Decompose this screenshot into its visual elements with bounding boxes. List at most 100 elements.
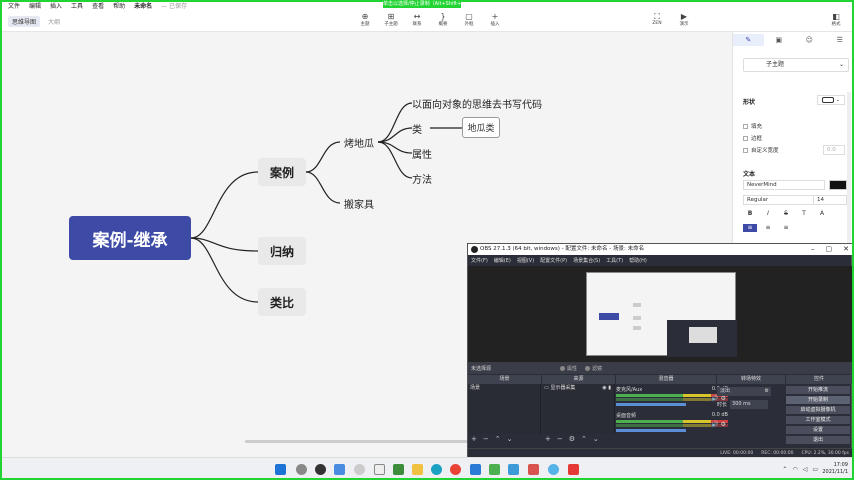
up-icon[interactable]: ⌃	[581, 435, 587, 443]
up-icon[interactable]: ⌃	[494, 435, 501, 443]
chat-icon[interactable]	[334, 464, 345, 475]
settings-button[interactable]: 设置	[786, 426, 850, 434]
style-select[interactable]: 子主题⌄	[743, 58, 849, 72]
recording-banner[interactable]: 单击以选择/停止录制（Alt+Shift+C）	[383, 0, 461, 8]
menu-tools[interactable]: 工具	[71, 2, 84, 10]
obs-menu-profile[interactable]: 配置文件(P)	[540, 258, 568, 264]
align-center-button[interactable]: ≡	[765, 224, 771, 231]
topic-oop[interactable]: 以面向对象的思维去书写代码	[412, 99, 542, 111]
branch-case[interactable]: 案例	[258, 158, 306, 186]
boundary-button[interactable]: ▢外框	[459, 12, 479, 27]
transition-select[interactable]: 淡出 ⚙	[717, 387, 771, 396]
subtopic-button[interactable]: ⊞子主题	[381, 12, 401, 27]
start-recording-button[interactable]: 开始录制	[786, 396, 850, 404]
chrome-icon[interactable]	[450, 464, 461, 475]
obs-menu-tools[interactable]: 工具(T)	[606, 258, 624, 264]
chevron-up-icon[interactable]: ⌃	[782, 466, 788, 473]
maximize-icon[interactable]: ▢	[825, 245, 833, 253]
wifi-icon[interactable]: ◠	[792, 466, 798, 473]
xmind-icon[interactable]	[568, 464, 579, 475]
root-topic[interactable]: 案例-继承	[69, 216, 191, 260]
topic-button[interactable]: ⊕主题	[355, 12, 375, 27]
align-right-button[interactable]: ≡	[783, 224, 789, 231]
obs-menu-scene-collection[interactable]: 场景集合(S)	[573, 258, 601, 264]
insert-button[interactable]: +插入	[485, 12, 505, 27]
obs-menu-file[interactable]: 文件(F)	[471, 258, 488, 264]
relation-button[interactable]: ↔联系	[407, 12, 427, 27]
tab-mindmap[interactable]: 思维导图	[8, 16, 41, 27]
obs-menu-help[interactable]: 帮助(H)	[629, 258, 647, 264]
font-size-select[interactable]: 14	[813, 195, 847, 205]
folder-icon[interactable]	[412, 464, 423, 475]
font-color-swatch[interactable]	[829, 180, 847, 190]
properties-button[interactable]: 属性	[560, 365, 577, 372]
topic-method[interactable]: 方法	[412, 174, 432, 186]
remove-icon[interactable]: −	[556, 435, 563, 443]
topic-sweet-potato-class[interactable]: 地瓜类	[462, 117, 500, 138]
obs-preview[interactable]	[468, 266, 853, 362]
add-icon[interactable]: +	[471, 435, 477, 443]
clock[interactable]: 17:09 2021/11/1	[822, 462, 848, 475]
fill-checkbox[interactable]: 填充	[743, 122, 762, 130]
map-tab-icon[interactable]: ▣	[775, 36, 783, 44]
add-icon[interactable]: +	[545, 435, 551, 443]
windows-start-icon[interactable]	[275, 464, 286, 475]
topic-furniture[interactable]: 搬家具	[344, 199, 374, 211]
topic-attribute[interactable]: 属性	[412, 149, 432, 161]
shape-select[interactable]: ⌄	[817, 95, 845, 105]
topic-sweet-potato[interactable]: 烤地瓜	[344, 138, 374, 150]
search-icon[interactable]	[296, 464, 307, 475]
start-streaming-button[interactable]: 开始推流	[786, 386, 850, 394]
bold-button[interactable]: B	[747, 210, 753, 217]
obs-menu-view[interactable]: 视图(V)	[516, 258, 535, 264]
obs-menu-edit[interactable]: 编辑(E)	[493, 258, 511, 264]
virtual-camera-button[interactable]: 启动虚拟摄像机	[786, 406, 850, 414]
branch-summary[interactable]: 归纳	[258, 237, 306, 265]
vscode-icon[interactable]	[470, 464, 481, 475]
outline-tab-icon[interactable]: ☰	[836, 36, 843, 44]
minimize-icon[interactable]: –	[811, 245, 815, 253]
align-left-button[interactable]: ≡	[743, 224, 757, 232]
edge-icon[interactable]	[431, 464, 442, 475]
eye-icon[interactable]: ◉ ▮	[602, 385, 611, 391]
exit-button[interactable]: 退出	[786, 436, 850, 444]
custom-width-checkbox[interactable]: 自定义宽度	[743, 146, 779, 154]
gear-icon[interactable]: ⚙	[764, 388, 769, 394]
format-button[interactable]: ◧格式	[826, 12, 846, 27]
close-icon[interactable]: ✕	[843, 245, 849, 253]
menu-edit[interactable]: 编辑	[29, 2, 42, 10]
filters-button[interactable]: 滤镜	[585, 365, 602, 372]
studio-mode-button[interactable]: 工作室模式	[786, 416, 850, 424]
strikethrough-button[interactable]: S	[784, 210, 788, 217]
cloud-icon[interactable]	[548, 464, 559, 475]
menu-insert[interactable]: 插入	[50, 2, 63, 10]
media-icon[interactable]	[528, 464, 539, 475]
speaker-icon[interactable]: 🔊 ⚙	[711, 421, 726, 428]
italic-button[interactable]: I	[767, 210, 769, 217]
source-item[interactable]: ▭ 显示器采集 ◉ ▮	[542, 384, 614, 392]
photos-icon[interactable]	[489, 464, 500, 475]
present-button[interactable]: ▶演示	[674, 12, 694, 27]
highlight-button[interactable]: A	[819, 210, 825, 217]
border-checkbox[interactable]: 边框	[743, 134, 762, 142]
menu-file[interactable]: 文件	[8, 2, 21, 10]
icon-tab-icon[interactable]: ☺	[805, 36, 813, 44]
down-icon[interactable]: ⌄	[592, 435, 599, 443]
desktop-volume-slider[interactable]	[616, 429, 686, 432]
speaker-icon[interactable]: 🔊 ⚙	[711, 395, 726, 402]
width-input[interactable]: 0.0	[823, 145, 845, 155]
duration-input[interactable]: 300 ms	[730, 400, 769, 409]
font-family-select[interactable]: NeverMind	[743, 180, 825, 190]
typora-icon[interactable]	[374, 464, 385, 475]
pycharm-icon[interactable]	[393, 464, 404, 475]
case-button[interactable]: T	[802, 210, 806, 217]
gear-icon[interactable]: ⚙	[568, 435, 576, 443]
summary-button[interactable]: }概要	[433, 12, 453, 27]
style-tab-icon[interactable]: ✎	[733, 34, 764, 46]
app-icon[interactable]	[354, 464, 365, 475]
obs-taskbar-icon[interactable]	[315, 464, 326, 475]
volume-icon[interactable]: ◁	[802, 466, 808, 473]
mic-volume-slider[interactable]	[616, 403, 686, 406]
canvas-scrollbar[interactable]	[245, 440, 525, 443]
topic-class[interactable]: 类	[412, 124, 422, 136]
